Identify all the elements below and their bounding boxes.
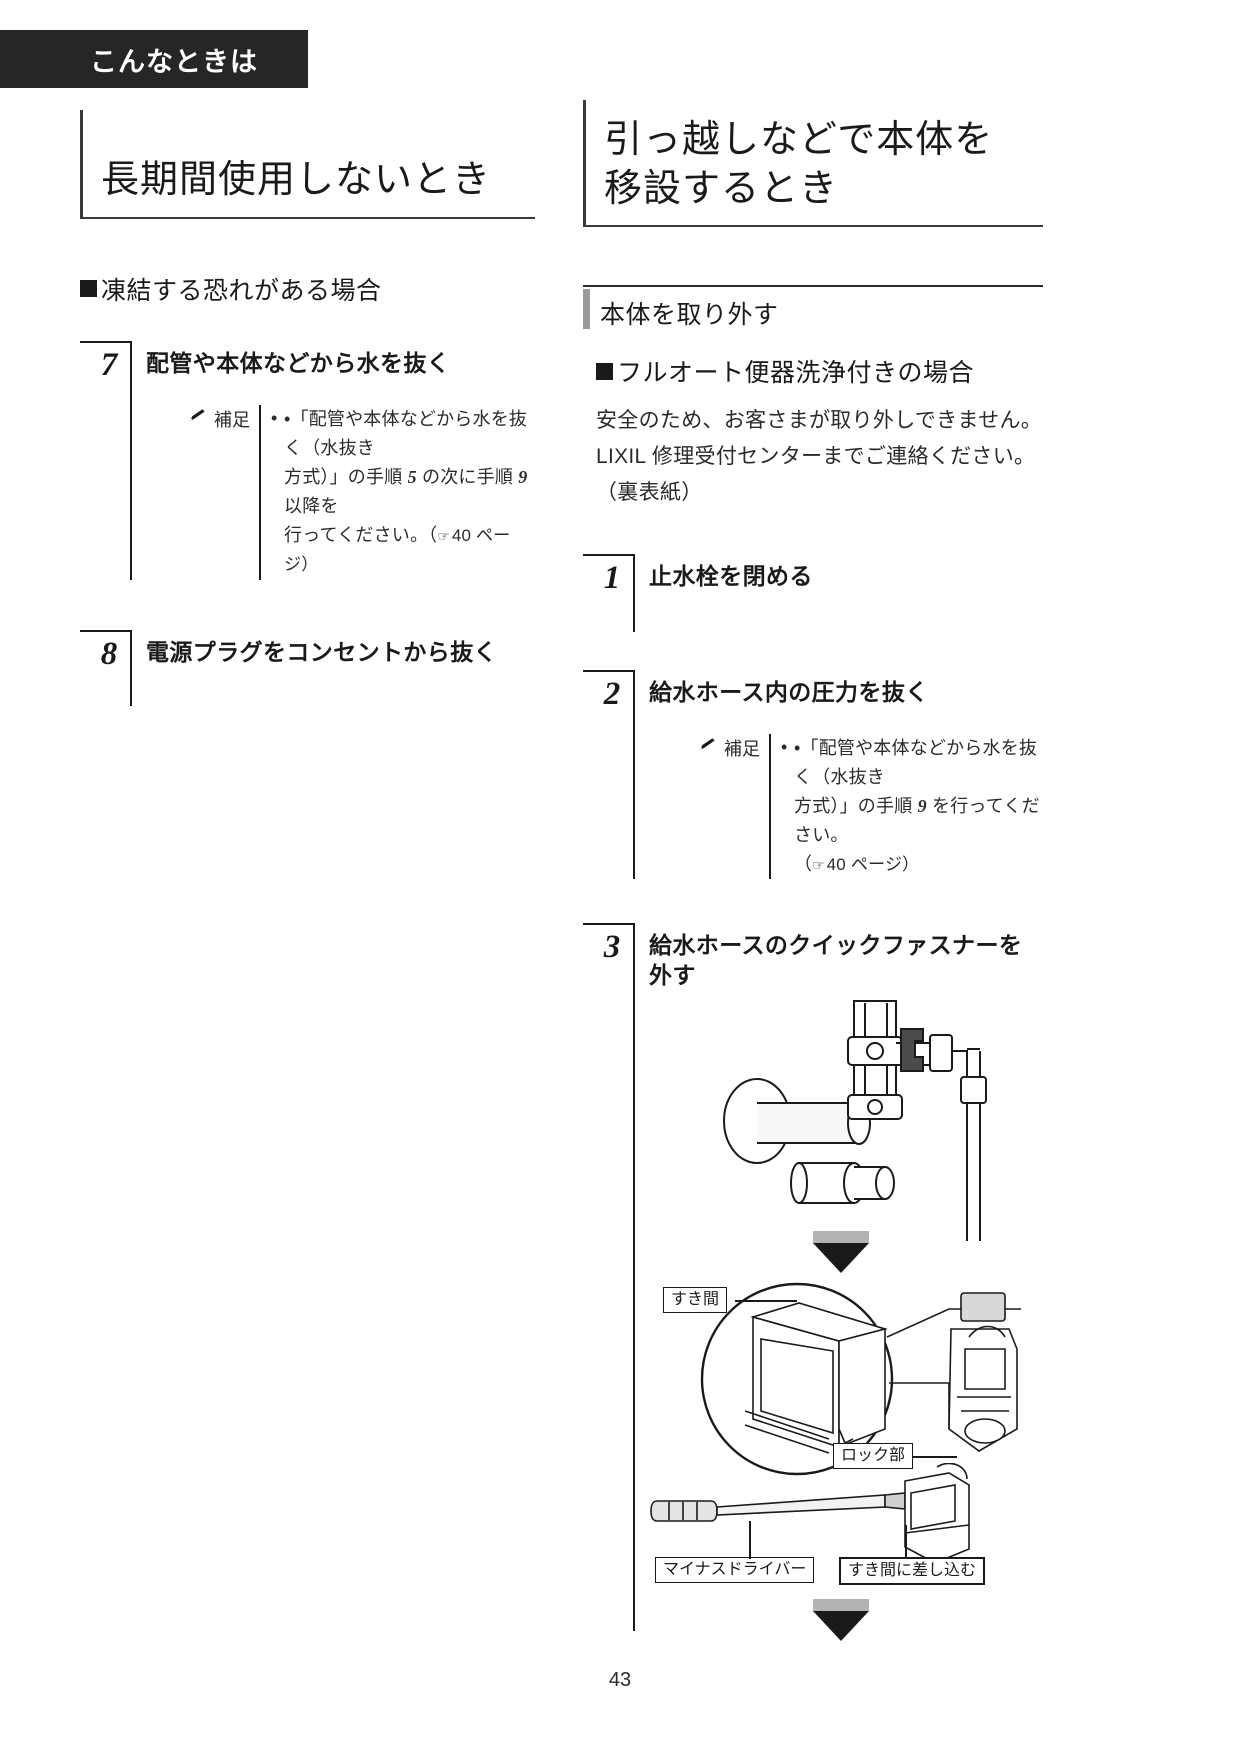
callout-screwdriver-leader-line (749, 1521, 751, 1560)
right-sub-heading-text: フルオート便器洗浄付きの場合 (617, 359, 975, 388)
step-1-number: 1 (603, 559, 621, 596)
step-8-title: 電源プラグをコンセントから抜く (146, 638, 497, 665)
black-square-bullet-icon (80, 280, 97, 298)
step-2-number-box (583, 669, 635, 880)
step-2-note-line-2: 方式）」の手順 9 を行ってください。 (794, 795, 1040, 846)
step-3-figure: すき間 ロック部 (649, 991, 1049, 1642)
pointing-hand-icon: ☞ (437, 528, 452, 545)
step-7-body: 配管や本体などから水を抜く (132, 341, 535, 389)
step-7-note-value: •「配管や本体などから水を抜く（水抜き 方式）」の手順 5 の次に手順 9 以降… (259, 404, 535, 580)
right-section-title-line-1: 引っ越しなどで本体を (604, 119, 994, 161)
chapter-tab-label: こんなときは (90, 46, 258, 77)
step-2-number: 2 (603, 675, 621, 712)
black-square-bullet-icon (596, 362, 613, 380)
step-3-number: 3 (603, 929, 621, 966)
callout-lock: ロック部 (833, 1443, 914, 1469)
step-8: 8 電源プラグをコンセントから抜く (80, 629, 535, 706)
right-bar-heading: 本体を取り外す (583, 285, 1043, 331)
step-7-note-line-2: 方式）」の手順 5 の次に手順 9 以降を (284, 466, 528, 517)
callout-insert-leader-line (905, 1525, 907, 1560)
step-8-number: 8 (100, 635, 118, 672)
callout-gap-label: すき間 (671, 1291, 720, 1309)
step-1-body: 止水栓を閉める (635, 554, 1043, 602)
step-8-body: 電源プラグをコンセントから抜く (132, 630, 535, 678)
callout-screwdriver-label: マイナスドライバー (663, 1561, 807, 1579)
step-7-note-line-1-text: •「配管や本体などから水を抜く（水抜き (284, 408, 528, 458)
right-column: 引っ越しなどで本体を 移設するとき 本体を取り外す フルオート便器洗浄付きの場合… (583, 100, 1043, 1642)
right-sub-heading: フルオート便器洗浄付きの場合 (596, 353, 1043, 389)
callout-gap: すき間 (663, 1287, 728, 1313)
right-body-line-3: （裏表紙） (596, 481, 703, 505)
step-2-note: 補足 •「配管や本体などから水を抜く（水抜き 方式）」の手順 9 を行ってくださ… (698, 733, 1043, 880)
step-7-title: 配管や本体などから水を抜く (146, 349, 451, 376)
pencil-icon (698, 737, 717, 752)
step-3-number-box (583, 923, 635, 1632)
supply-pipe-illustration (723, 1000, 987, 1242)
callout-insert-into-gap: すき間に差し込む (839, 1557, 986, 1585)
step-7-number-box (80, 340, 132, 580)
step-7-note-line-1: •「配管や本体などから水を抜く（水抜き (271, 404, 535, 463)
pointing-hand-icon: ☞ (812, 857, 827, 874)
callout-gap-leader-line (735, 1300, 797, 1303)
right-section-title-line-2: 移設するとき (604, 167, 839, 210)
chapter-tab: こんなときは (0, 30, 308, 88)
left-column: 長期間使用しないとき 凍結する恐れがある場合 7 配管や本体などから水を抜く (80, 110, 535, 706)
page-number: 43 (608, 1669, 632, 1691)
step-7-number: 7 (100, 346, 118, 383)
left-section-title: 長期間使用しないとき (80, 110, 535, 219)
right-body-line-1: 安全のため、お客さまが取り外しできません。 (596, 409, 1043, 433)
step-1: 1 止水栓を閉める (583, 553, 1043, 632)
step-7-note-key-label: 補足 (214, 409, 250, 430)
step-2-note-key-label: 補足 (724, 738, 760, 759)
step-2: 2 給水ホース内の圧力を抜く 補足 •「配管や本体などから水を抜く（水抜き (583, 669, 1043, 880)
magnified-fastener-view (700, 1282, 1021, 1476)
callout-screwdriver: マイナスドライバー (655, 1557, 815, 1583)
step-2-body: 給水ホース内の圧力を抜く (635, 670, 1043, 718)
left-sub-heading-text: 凍結する恐れがある場合 (101, 276, 382, 305)
step-3: 3 給水ホースのクイックファスナーを外す (583, 923, 1043, 1642)
right-bar-heading-text: 本体を取り外す (600, 301, 779, 330)
step-2-note-line-1: •「配管や本体などから水を抜く（水抜き (781, 733, 1043, 792)
step-7-note: 補足 •「配管や本体などから水を抜く（水抜き 方式）」の手順 5 の次に手順 9… (188, 404, 535, 580)
step-7: 7 配管や本体などから水を抜く 補足 •「配管や本体などから水を抜く（水抜き (80, 340, 535, 580)
left-sub-heading: 凍結する恐れがある場合 (80, 271, 535, 307)
step-1-number-box (583, 553, 635, 632)
step-2-note-line-3: （☞ 40 ページ） (794, 854, 920, 875)
right-body-paragraph: 安全のため、お客さまが取り外しできません。 LIXIL 修理受付センターまでご連… (596, 403, 1043, 511)
left-section-title-text: 長期間使用しないとき (101, 159, 492, 201)
step-1-title: 止水栓を閉める (649, 562, 813, 589)
step-2-note-value: •「配管や本体などから水を抜く（水抜き 方式）」の手順 9 を行ってください。 … (769, 733, 1043, 880)
callout-lock-label: ロック部 (841, 1447, 906, 1465)
callout-insert-into-gap-label: すき間に差し込む (848, 1562, 977, 1580)
step-3-title: 給水ホースのクイックファスナーを外す (649, 932, 1023, 989)
heading-accent-bar (583, 289, 590, 330)
step-2-title: 給水ホース内の圧力を抜く (649, 678, 929, 705)
step-3-body: 給水ホースのクイックファスナーを外す (635, 923, 1043, 991)
step-7-note-line-3: 行ってください。（☞ 40 ページ） (284, 525, 511, 575)
screwdriver-illustration (650, 1463, 970, 1565)
step-2-note-key: 補足 (698, 734, 769, 880)
step-8-number-box (80, 629, 132, 706)
pencil-icon (188, 408, 207, 423)
right-body-line-2: LIXIL 修理受付センターまでご連絡ください。 (596, 445, 1036, 469)
down-arrow-1-icon (813, 1231, 869, 1274)
right-section-title-text: 引っ越しなどで本体を 移設するとき (586, 100, 1043, 219)
down-arrow-2-icon (813, 1599, 869, 1642)
right-section-title: 引っ越しなどで本体を 移設するとき (583, 100, 1043, 228)
callout-lock-leader-line (913, 1456, 957, 1459)
step-7-note-key: 補足 (188, 405, 259, 580)
